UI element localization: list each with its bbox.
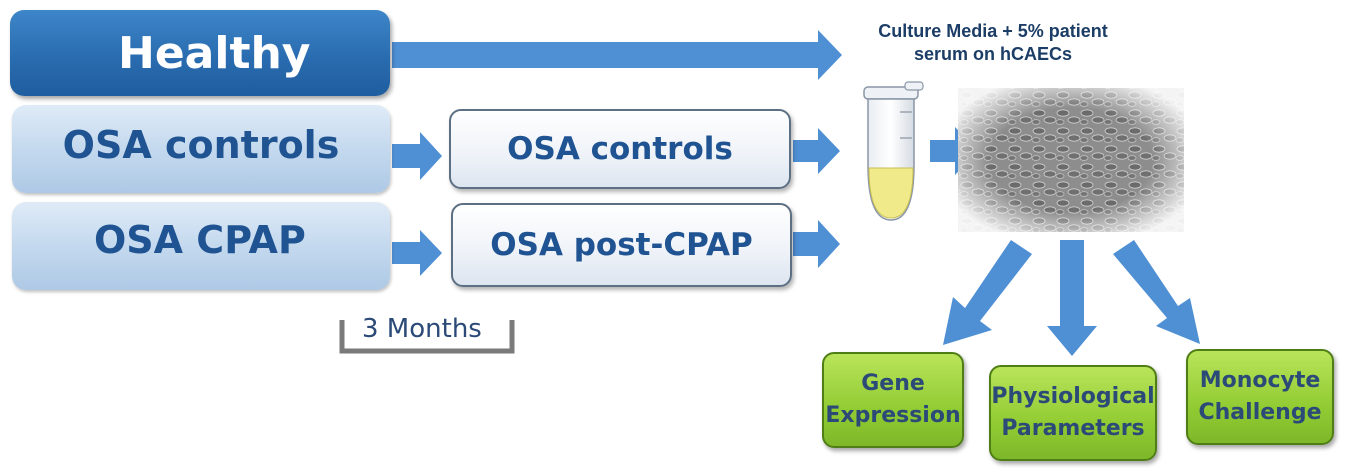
followup-osa-post-cpap: OSA post-CPAP [451, 203, 792, 287]
arrow-healthy [392, 30, 842, 80]
arrow-cpap-1 [392, 230, 442, 276]
arrow-controls-1 [392, 132, 442, 180]
outcome-gene-line2: Expression [825, 403, 961, 428]
outcome-mono-line1: Monocyte [1199, 368, 1321, 394]
outcome-physio-line1: Physiological [991, 384, 1155, 410]
group-osa-cpap: OSA CPAP [12, 202, 390, 290]
cell-monolayer-image [958, 88, 1184, 232]
arrow-to-mono [1113, 240, 1200, 344]
group-healthy: Healthy [10, 10, 390, 96]
outcome-gene-expression: Gene Expression [822, 352, 964, 448]
interval-bracket [339, 320, 515, 354]
arrow-to-gene [943, 240, 1032, 345]
sample-tube-icon [863, 81, 924, 221]
treatment-caption-line1: Culture Media + 5% patient [878, 21, 1108, 41]
group-healthy-label: Healthy [118, 27, 311, 79]
interval-label: 3 Months [362, 314, 482, 344]
outcome-monocyte-challenge: Monocyte Challenge [1186, 349, 1334, 445]
treatment-caption-line2: serum on hCAECs [913, 43, 1073, 64]
outcome-physiological-parameters: Physiological Parameters [989, 365, 1157, 461]
arrow-to-physio [1047, 240, 1097, 356]
arrow-cpap-2 [793, 220, 840, 268]
followup-osa-controls-label: OSA controls [507, 131, 733, 167]
outcome-physio-line2: Parameters [1001, 416, 1145, 441]
group-osa-cpap-label: OSA CPAP [94, 218, 306, 262]
outcome-gene-line1: Gene [861, 371, 925, 397]
followup-osa-controls: OSA controls [449, 109, 791, 189]
treatment-caption: Culture Media + 5% patient serum on hCAE… [848, 20, 1138, 65]
group-osa-controls-label: OSA controls [62, 123, 340, 167]
followup-osa-post-cpap-label: OSA post-CPAP [490, 227, 753, 263]
outcome-mono-line2: Challenge [1198, 400, 1322, 425]
group-osa-controls: OSA controls [12, 105, 390, 193]
arrow-controls-2 [793, 128, 840, 174]
